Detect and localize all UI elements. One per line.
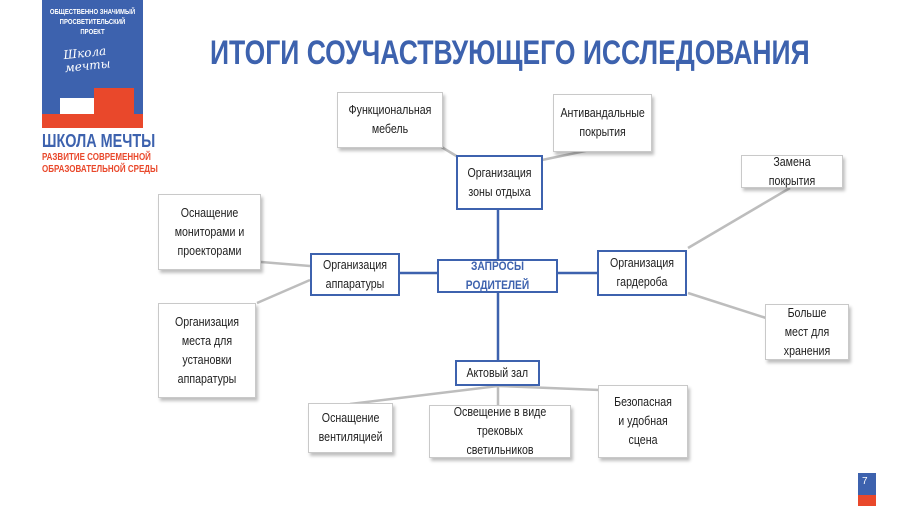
item-label: Освещение в виде трековых светильников: [453, 405, 547, 457]
connector-stage: [497, 384, 601, 392]
item-coatings: Антивандальные покрытия: [553, 94, 652, 152]
page-number-badge: 7: [858, 473, 876, 506]
connector-monitors: [260, 260, 311, 268]
group-wardrobe: Организация гардероба: [597, 250, 687, 296]
item-label: Оснащение вентиляцией: [318, 411, 383, 444]
item-monitors: Оснащение мониторами и проекторами: [158, 194, 261, 270]
item-ventilation: Оснащение вентиляцией: [308, 403, 393, 453]
connector-place: [256, 278, 311, 305]
item-label: Больше мест для хранения: [783, 305, 831, 358]
item-label: Оснащение мониторами и проекторами: [174, 205, 245, 258]
central-node: ЗАПРОСЫ РОДИТЕЛЕЙ: [437, 259, 558, 293]
logo-tagline: ОБЩЕСТВЕННО ЗНАЧИМЫЙ ПРОСВЕТИТЕЛЬСКИЙ ПР…: [49, 9, 136, 36]
item-equipment-place: Организация места для установки аппарату…: [158, 303, 256, 398]
item-label: Антивандальные покрытия: [560, 106, 645, 139]
brand-name: ШКОЛА МЕЧТЫ: [42, 131, 156, 151]
group-rest-label: Организация зоны отдыха: [467, 165, 532, 199]
group-wardrobe-label: Организация гардероба: [609, 256, 675, 289]
item-label: Замена покрытия: [768, 154, 816, 188]
connector-floor: [687, 186, 791, 250]
logo-building: [60, 98, 100, 114]
connector-storage: [687, 291, 767, 320]
page-number: 7: [862, 476, 868, 487]
logo-building-red: [94, 88, 134, 114]
brand-text: ШКОЛА МЕЧТЫ РАЗВИТИЕ СОВРЕМЕННОЙ ОБРАЗОВ…: [42, 131, 158, 176]
item-stage: Безопасная и удобная сцена: [598, 385, 688, 458]
page-title: ИТОГИ СОУЧАСТВУЮЩЕГО ИССЛЕДОВАНИЯ: [210, 34, 810, 72]
group-equipment: Организация аппаратуры: [310, 253, 400, 296]
group-hall: Актовый зал: [455, 360, 540, 386]
central-node-label: ЗАПРОСЫ РОДИТЕЛЕЙ: [465, 259, 530, 292]
group-hall-label: Актовый зал: [466, 365, 529, 380]
item-label: Безопасная и удобная сцена: [614, 395, 672, 447]
connector-ventilation: [349, 384, 499, 406]
item-label: Организация места для установки аппарату…: [174, 314, 240, 386]
group-rest: Организация зоны отдыха: [456, 155, 543, 210]
item-storage: Больше мест для хранения: [765, 304, 849, 360]
brand-subtitle-2: ОБРАЗОВАТЕЛЬНОЙ СРЕДЫ: [42, 164, 158, 175]
brand-subtitle-1: РАЗВИТИЕ СОВРЕМЕННОЙ: [42, 152, 151, 163]
project-logo: ОБЩЕСТВЕННО ЗНАЧИМЫЙ ПРОСВЕТИТЕЛЬСКИЙ ПР…: [42, 0, 143, 128]
item-floor: Замена покрытия: [741, 155, 843, 188]
item-lighting: Освещение в виде трековых светильников: [429, 405, 571, 458]
item-label: Функциональная мебель: [348, 103, 432, 136]
logo-band: [42, 114, 143, 128]
group-equipment-label: Организация аппаратуры: [322, 257, 388, 291]
item-furniture: Функциональная мебель: [337, 92, 443, 148]
